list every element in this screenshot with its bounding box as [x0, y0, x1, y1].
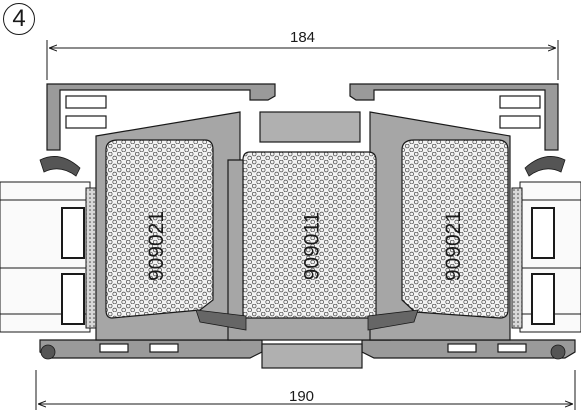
top-dimension-label: 184: [290, 29, 316, 46]
corner-seals: [39, 156, 566, 360]
bottom-dimension-line: [35, 370, 576, 410]
top-dimension-line: [46, 40, 559, 80]
lower-gaskets: [195, 309, 419, 331]
profile-label-right: 909021: [442, 210, 466, 282]
step-number-badge: 4: [3, 3, 35, 35]
profile-label-center: 909011: [300, 211, 324, 281]
bottom-dimension-label: 190: [289, 388, 315, 405]
step-number: 4: [12, 5, 26, 32]
glass-pane-left: [0, 181, 97, 333]
insulation-cores: [105, 139, 509, 319]
profile-label-left: 909021: [145, 210, 169, 282]
glass-pane-right: [511, 181, 581, 333]
outer-frame: [39, 83, 576, 359]
